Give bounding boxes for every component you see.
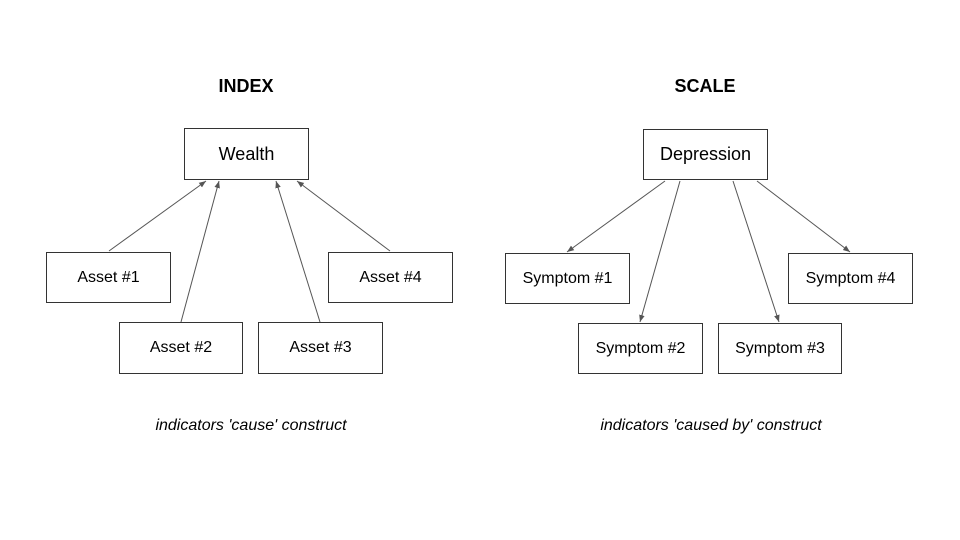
- arrow-depression-to-symptom-2: [639, 180, 681, 323]
- index-caption: indicators 'cause' construct: [155, 417, 347, 434]
- arrow-asset-3-to-wealth: [275, 180, 321, 323]
- indicator-symptom-3: Symptom #3: [718, 323, 842, 374]
- indicator-asset-1: Asset #1: [46, 252, 171, 303]
- scale-title: SCALE: [674, 76, 736, 96]
- arrow-asset-1-to-wealth: [108, 180, 207, 252]
- arrow-asset-2-to-wealth: [180, 180, 220, 323]
- index-title: INDEX: [218, 76, 274, 96]
- indicator-asset-4: Asset #4: [328, 252, 453, 303]
- construct-wealth: Wealth: [184, 128, 309, 180]
- scale-caption: indicators 'caused by' construct: [600, 417, 822, 434]
- arrow-depression-to-symptom-4: [756, 180, 851, 253]
- indicator-symptom-1: Symptom #1: [505, 253, 630, 304]
- indicator-asset-2: Asset #2: [119, 322, 243, 374]
- construct-depression: Depression: [643, 129, 768, 180]
- arrow-depression-to-symptom-1: [566, 180, 666, 253]
- indicator-symptom-4: Symptom #4: [788, 253, 913, 304]
- arrow-depression-to-symptom-3: [732, 180, 780, 323]
- indicator-symptom-2: Symptom #2: [578, 323, 703, 374]
- arrow-asset-4-to-wealth: [296, 180, 391, 252]
- indicator-asset-3: Asset #3: [258, 322, 383, 374]
